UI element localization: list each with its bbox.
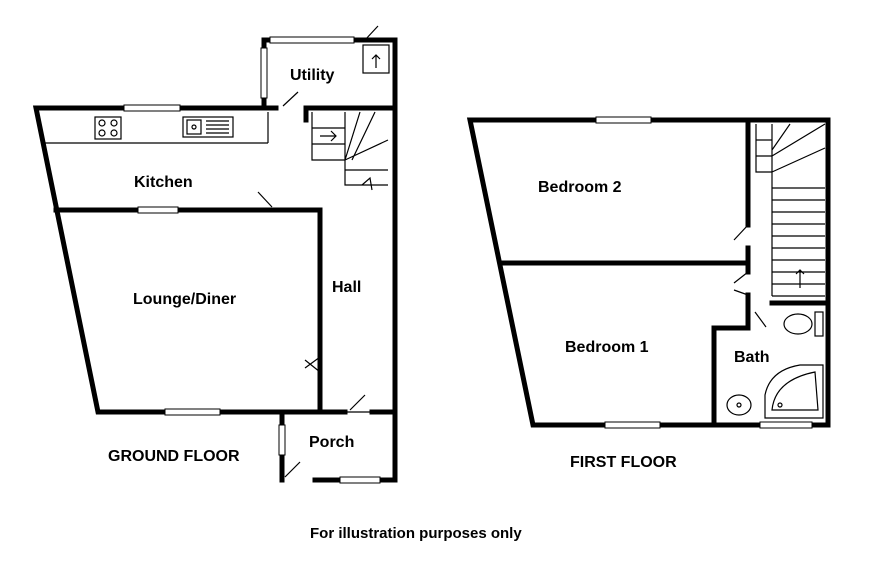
utility-outer-door-icon (362, 25, 390, 74)
stair-arrow-icon (320, 130, 337, 142)
stair-up-arrow-icon (795, 269, 805, 288)
bath-door-icon (754, 311, 767, 328)
first-outer-wall (466, 117, 831, 428)
room-label-utility: Utility (290, 67, 335, 84)
room-label-kitchen: Kitchen (134, 174, 193, 191)
floor-label-ground: GROUND FLOOR (108, 448, 240, 465)
landing-wall (711, 117, 831, 428)
porch-side-window (278, 424, 286, 456)
hob-icon (94, 116, 122, 140)
first-floor-plan (466, 116, 831, 429)
kitchen-lounge-wall (53, 207, 323, 415)
room-label-porch: Porch (309, 434, 354, 451)
floor-label-first: FIRST FLOOR (570, 454, 677, 471)
toilet-icon (783, 311, 824, 337)
sink-icon (182, 116, 234, 138)
disclaimer-text: For illustration purposes only (310, 525, 522, 542)
porch-door-icon (345, 394, 372, 413)
utility-window (269, 36, 355, 44)
kitchen-door-icon (257, 191, 273, 208)
bedroom1-door-icon (733, 271, 749, 296)
porch-window (339, 476, 381, 484)
bedroom2-door-icon (733, 224, 749, 241)
utility-side-window (260, 47, 268, 99)
basin-icon (726, 394, 752, 416)
kitchen-window (123, 104, 181, 112)
lounge-door-icon (304, 356, 321, 373)
room-label-bath: Bath (734, 349, 770, 366)
utility-door-icon (282, 91, 299, 107)
bedroom1-window (604, 421, 661, 429)
ground-floor-plan (32, 25, 398, 484)
lounge-window (164, 408, 221, 416)
room-label-bedroom1: Bedroom 1 (565, 339, 649, 356)
kitchen-worktop (42, 112, 269, 144)
room-label-lounge: Lounge/Diner (133, 291, 236, 308)
front-door-icon (284, 461, 301, 478)
first-staircase (755, 123, 826, 297)
room-label-hall: Hall (332, 279, 361, 296)
bedroom2-window (595, 116, 652, 124)
hall-stair-wall (303, 105, 393, 123)
lounge-hatch (137, 206, 179, 214)
room-label-bedroom2: Bedroom 2 (538, 179, 622, 196)
ground-staircase (311, 111, 389, 191)
bath-window (759, 421, 813, 429)
bathtub-icon (764, 364, 824, 419)
